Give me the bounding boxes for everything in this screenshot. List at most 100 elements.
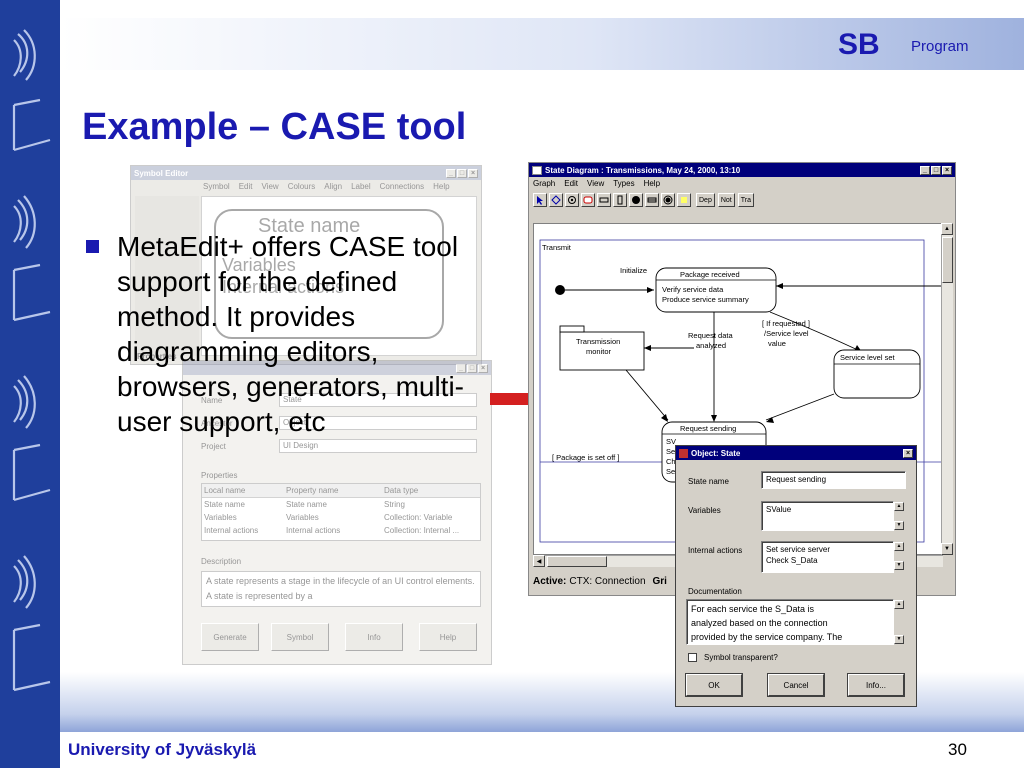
pointer-tool-icon[interactable] <box>533 193 547 207</box>
generate-button[interactable]: Generate <box>201 623 259 651</box>
table-row[interactable]: State name State name String <box>202 498 480 511</box>
scroll-down-icon[interactable]: ▼ <box>941 543 953 555</box>
info-button[interactable]: Info... <box>847 673 905 697</box>
close-icon[interactable]: × <box>942 165 952 175</box>
app-icon <box>532 165 542 175</box>
state-name-label: State name <box>688 477 729 486</box>
minimize-icon[interactable]: _ <box>446 168 456 178</box>
down-icon[interactable]: ▼ <box>894 561 904 570</box>
status-value: CTX: Connection <box>569 575 646 587</box>
logo-sb: SB <box>838 28 880 61</box>
info-button[interactable]: Info <box>345 623 403 651</box>
maximize-icon[interactable]: □ <box>467 363 477 373</box>
symbol-editor-title: Symbol Editor <box>134 168 189 178</box>
down-icon[interactable]: ▼ <box>894 521 904 530</box>
arrowhead-icon <box>661 414 668 422</box>
preview-state-name: State name <box>258 215 361 237</box>
final-state-tool-icon[interactable] <box>661 193 675 207</box>
scroll-thumb[interactable] <box>942 237 953 283</box>
maximize-icon[interactable]: □ <box>931 165 941 175</box>
menu-edit[interactable]: Edit <box>564 179 579 188</box>
checkbox-icon[interactable] <box>688 653 697 662</box>
name-field[interactable]: State <box>279 393 477 407</box>
minimize-icon[interactable]: _ <box>456 363 466 373</box>
table-cell: Variables <box>204 513 237 522</box>
maximize-icon[interactable]: □ <box>457 168 467 178</box>
variables-field[interactable]: SValue <box>761 501 894 531</box>
documentation-spinner[interactable]: ▲▼ <box>894 600 904 644</box>
service-level-set-state[interactable] <box>833 349 921 399</box>
close-icon[interactable]: × <box>478 363 488 373</box>
cancel-button[interactable]: Cancel <box>767 673 825 697</box>
menu-edit[interactable]: Edit <box>238 182 253 191</box>
variables-label: Variables <box>688 506 721 515</box>
monitor-tool-icon[interactable] <box>613 193 627 207</box>
menu-graph[interactable]: Graph <box>533 179 556 188</box>
transmission-monitor-box[interactable] <box>559 331 645 371</box>
scroll-up-icon[interactable]: ▲ <box>941 223 953 235</box>
state-name-field[interactable]: Request sending <box>761 471 906 489</box>
status-trailing: Gri <box>652 575 667 587</box>
table-cell: Collection: Variable <box>384 513 453 522</box>
bar-tool-icon[interactable] <box>645 193 659 207</box>
tra-button[interactable]: Tra <box>737 193 754 207</box>
rectangle-tool-icon[interactable] <box>597 193 611 207</box>
variables-spinner[interactable]: ▲▼ <box>894 502 904 530</box>
note-tool-icon[interactable] <box>677 193 691 207</box>
menu-view[interactable]: View <box>261 182 279 191</box>
not-button[interactable]: Not <box>717 193 735 207</box>
table-row[interactable]: Internal actions Internal actions Collec… <box>202 524 480 537</box>
up-icon[interactable]: ▲ <box>894 502 904 511</box>
menu-types[interactable]: Types <box>613 179 635 188</box>
menu-view[interactable]: View <box>587 179 605 188</box>
up-icon[interactable]: ▲ <box>894 542 904 551</box>
table-row[interactable]: Variables Variables Collection: Variable <box>202 511 480 524</box>
package-action-1: Verify service data <box>662 285 724 294</box>
internal-actions-spinner[interactable]: ▲▼ <box>894 542 904 570</box>
ancestor-field[interactable]: Object <box>279 416 477 430</box>
close-icon[interactable]: × <box>903 448 913 458</box>
menu-connections[interactable]: Connections <box>379 182 425 191</box>
symbol-transparent-label: Symbol transparent? <box>704 653 778 662</box>
project-field[interactable]: UI Design <box>279 439 477 453</box>
menu-align[interactable]: Align <box>324 182 343 191</box>
internal-action-item[interactable]: Check S_Data <box>766 556 818 565</box>
menu-help[interactable]: Help <box>643 179 661 188</box>
dep-button[interactable]: Dep <box>696 193 715 207</box>
symbol-editor-window: Symbol Editor _ □ × Symbol Edit View Col… <box>130 165 482 365</box>
package-action-2: Produce service summary <box>662 295 749 304</box>
monitor-label-1: Transmission <box>576 337 620 346</box>
documentation-field[interactable]: For each service the S_Data is analyzed … <box>686 599 894 645</box>
filled-circle-tool-icon[interactable] <box>629 193 643 207</box>
if-requested-label-1: [ If requested ] <box>762 319 810 328</box>
help-button[interactable]: Help <box>419 623 477 651</box>
menu-symbol[interactable]: Symbol <box>203 182 230 191</box>
ok-button[interactable]: OK <box>685 673 743 697</box>
scroll-left-icon[interactable]: ◀ <box>533 555 545 567</box>
symbol-button[interactable]: Symbol <box>271 623 329 651</box>
close-icon[interactable]: × <box>468 168 478 178</box>
object-dialog-title: Object: State <box>691 448 741 458</box>
service-level-set-name: Service level set <box>840 353 896 362</box>
circle-tool-icon[interactable] <box>565 193 579 207</box>
menu-help[interactable]: Help <box>433 182 450 191</box>
minimize-icon[interactable]: _ <box>920 165 930 175</box>
diagram-title: State Diagram : Transmissions, May 24, 2… <box>545 165 741 175</box>
internal-actions-field[interactable]: Set service server Check S_Data <box>761 541 894 573</box>
hscroll-thumb[interactable] <box>547 556 607 567</box>
internal-action-item[interactable]: Set service server <box>766 545 831 554</box>
vertical-scrollbar[interactable]: ▲ ▼ <box>941 223 953 555</box>
object-dialog-titlebar: Object: State × <box>676 446 916 460</box>
object-state-dialog: Object: State × State name Request sendi… <box>675 445 917 707</box>
up-icon[interactable]: ▲ <box>894 600 904 609</box>
package-received-state[interactable] <box>655 267 777 313</box>
state-tool-icon[interactable] <box>581 193 595 207</box>
diamond-tool-icon[interactable] <box>549 193 563 207</box>
menu-label[interactable]: Label <box>351 182 371 191</box>
menu-colours[interactable]: Colours <box>287 182 316 191</box>
down-icon[interactable]: ▼ <box>894 635 904 644</box>
status-bar: Active: CTX: Connection Gri <box>533 573 951 589</box>
table-cell: String <box>384 500 405 509</box>
properties-table[interactable]: Local name Property name Data type State… <box>201 483 481 541</box>
description-field[interactable]: A state represents a stage in the lifecy… <box>201 571 481 607</box>
